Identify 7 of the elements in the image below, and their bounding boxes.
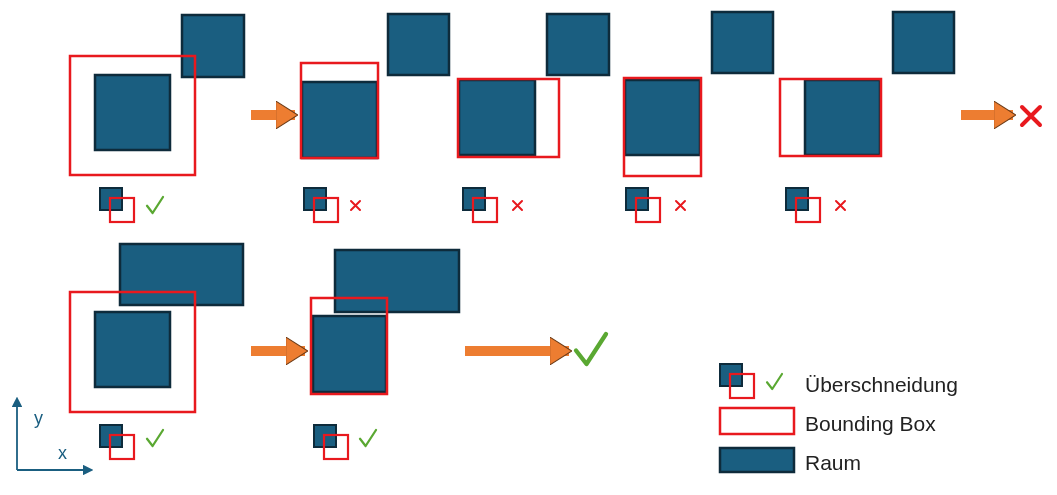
axis-label: x [58, 444, 67, 462]
legend-label: Überschneidung [805, 374, 958, 395]
axis-label: y [34, 409, 43, 427]
legend-label: Raum [805, 452, 862, 473]
legend-label: Bounding Box [805, 413, 936, 434]
arrow [961, 103, 1017, 127]
arrow [251, 339, 309, 363]
